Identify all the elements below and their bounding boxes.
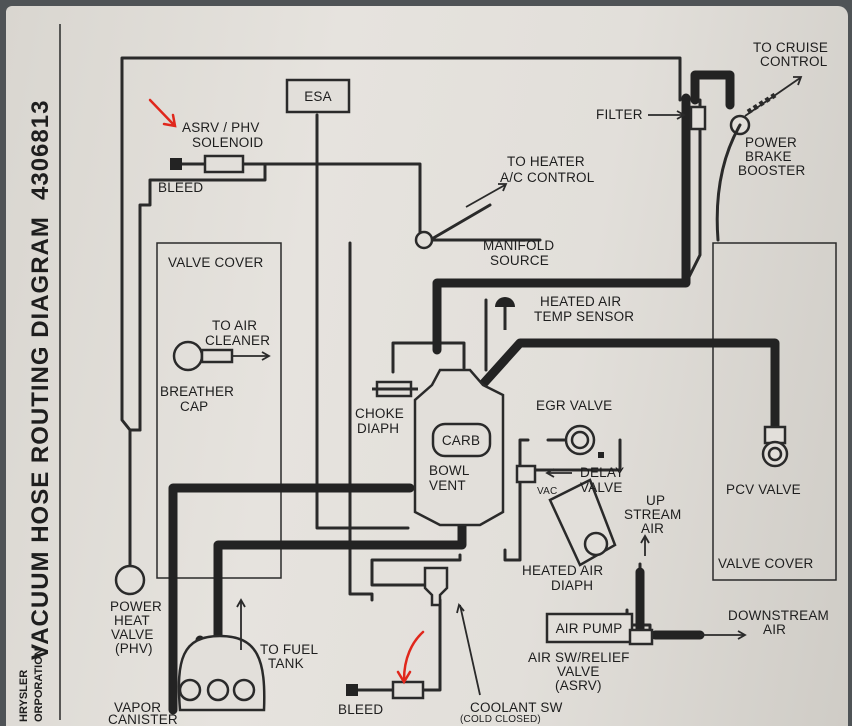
to-cruise-label-line1: TO CRUISE xyxy=(753,40,828,55)
asrv-phv-solenoid xyxy=(170,154,245,174)
phv-label-line2: HEAT xyxy=(114,613,150,628)
breather-cap-label-line1: BREATHER xyxy=(160,384,234,399)
phv-valve xyxy=(114,564,146,596)
to-fuel-tank-label-line2: TANK xyxy=(268,656,304,671)
coolant-switch xyxy=(423,566,449,607)
bleed-bottom-label: BLEED xyxy=(338,702,383,717)
asrv-valve xyxy=(628,628,654,646)
pcv-valve-label: PCV VALVE xyxy=(726,482,801,497)
heated-air-diaph-label-line1: HEATED AIR xyxy=(522,563,603,578)
vapor-canister-label-line2: CANISTER xyxy=(108,712,178,726)
bowl-vent-label-line1: BOWL xyxy=(429,463,470,478)
upstream-air-label-line2: STREAM xyxy=(624,507,681,522)
filter-component xyxy=(689,105,707,131)
arrows xyxy=(232,76,803,696)
heated-air-sensor xyxy=(495,297,515,330)
asrv-label-line3: (ASRV) xyxy=(555,678,602,693)
bleed-top-label: BLEED xyxy=(158,180,203,195)
carburetor: CARB xyxy=(413,368,505,527)
power-brake-booster xyxy=(715,92,777,242)
coolant-switch-label-line1: COOLANT SW xyxy=(470,700,563,715)
to-fuel-tank-label-line1: TO FUEL xyxy=(260,642,318,657)
downstream-air-label-line2: AIR xyxy=(763,622,786,637)
esa-label: ESA xyxy=(304,89,332,104)
esa-box: ESA xyxy=(285,78,351,114)
manifold-label-line2: SOURCE xyxy=(490,253,549,268)
air-pump: AIR PUMP xyxy=(545,612,634,644)
to-cruise-label-line2: CONTROL xyxy=(760,54,828,69)
phv-label-line4: (PHV) xyxy=(115,641,153,656)
part-number: 4306813 xyxy=(27,100,54,200)
brake-booster-label-line2: BRAKE xyxy=(745,149,792,164)
vac-label: VAC xyxy=(537,486,557,497)
side-title: VACUUM HOSE ROUTING DIAGRAM 4306813 HRYS… xyxy=(18,24,61,722)
to-heater-label-line2: A/C CONTROL xyxy=(500,170,595,185)
vacuum-label-card xyxy=(6,6,848,726)
breather-cap-label-line2: CAP xyxy=(180,399,208,414)
choke-diaph-label-line1: CHOKE xyxy=(355,406,404,421)
asrv-phv-label-line1: ASRV / PHV xyxy=(182,120,260,135)
thin-hoses xyxy=(120,56,702,692)
heated-air-sensor-label-line1: HEATED AIR xyxy=(540,294,621,309)
delay-valve-label-line2: VALVE xyxy=(580,480,623,495)
manifold-label-line1: MANIFOLD xyxy=(483,238,554,253)
delay-valve-label-line1: DELAY xyxy=(580,465,624,480)
right-valve-cover-box xyxy=(712,242,837,581)
egr-valve xyxy=(564,424,604,458)
side-title-brand: HRYSLER xyxy=(18,670,30,722)
manifold-tee xyxy=(414,230,434,250)
vapor-canister xyxy=(177,634,266,712)
diagram-labels: ASRV / PHV SOLENOID BLEED TO HEATER A/C … xyxy=(108,40,829,726)
phv-label-line3: VALVE xyxy=(111,627,154,642)
pcv-valve xyxy=(761,425,789,468)
filter-label: FILTER xyxy=(596,107,643,122)
upstream-air-label-line1: UP xyxy=(646,493,665,508)
brake-booster-label-line3: BOOSTER xyxy=(738,163,805,178)
air-pump-label: AIR PUMP xyxy=(556,621,623,636)
valve-cover-left-label: VALVE COVER xyxy=(168,255,264,270)
delay-valve xyxy=(515,464,537,484)
side-title-corp: ORPORATION xyxy=(33,648,45,722)
to-air-cleaner-label-line2: CLEANER xyxy=(205,333,270,348)
heated-air-sensor-label-line2: TEMP SENSOR xyxy=(534,309,634,324)
coolant-switch-label-line2: (COLD CLOSED) xyxy=(460,714,541,725)
red-annotation-marks xyxy=(148,98,425,685)
downstream-air-label-line1: DOWNSTREAM xyxy=(728,608,829,623)
brake-booster-label-line1: POWER xyxy=(745,135,797,150)
heated-air-diaph-label-line2: DIAPH xyxy=(551,578,593,593)
side-title-text: VACUUM HOSE ROUTING DIAGRAM xyxy=(27,216,54,660)
carb-label: CARB xyxy=(442,433,480,448)
asrv-phv-label-line2: SOLENOID xyxy=(192,135,263,150)
choke-diaph-label-line2: DIAPH xyxy=(357,421,399,436)
phv-label-line1: POWER xyxy=(110,599,162,614)
choke-diaph xyxy=(372,380,418,398)
egr-valve-label: EGR VALVE xyxy=(536,398,612,413)
bowl-vent-label-line2: VENT xyxy=(429,478,466,493)
asrv-label-line1: AIR SW/RELIEF xyxy=(528,650,630,665)
bottom-bleed-solenoid xyxy=(346,680,425,700)
to-air-cleaner-label-line1: TO AIR xyxy=(212,318,257,333)
upstream-air-label-line3: AIR xyxy=(641,521,664,536)
valve-cover-right-label: VALVE COVER xyxy=(718,556,814,571)
breather-cap xyxy=(172,340,234,372)
asrv-label-line2: VALVE xyxy=(557,664,600,679)
vapor-canister-label-line1: VAPOR xyxy=(114,700,161,715)
to-heater-label-line1: TO HEATER xyxy=(507,154,585,169)
heated-air-diaph xyxy=(548,478,617,567)
